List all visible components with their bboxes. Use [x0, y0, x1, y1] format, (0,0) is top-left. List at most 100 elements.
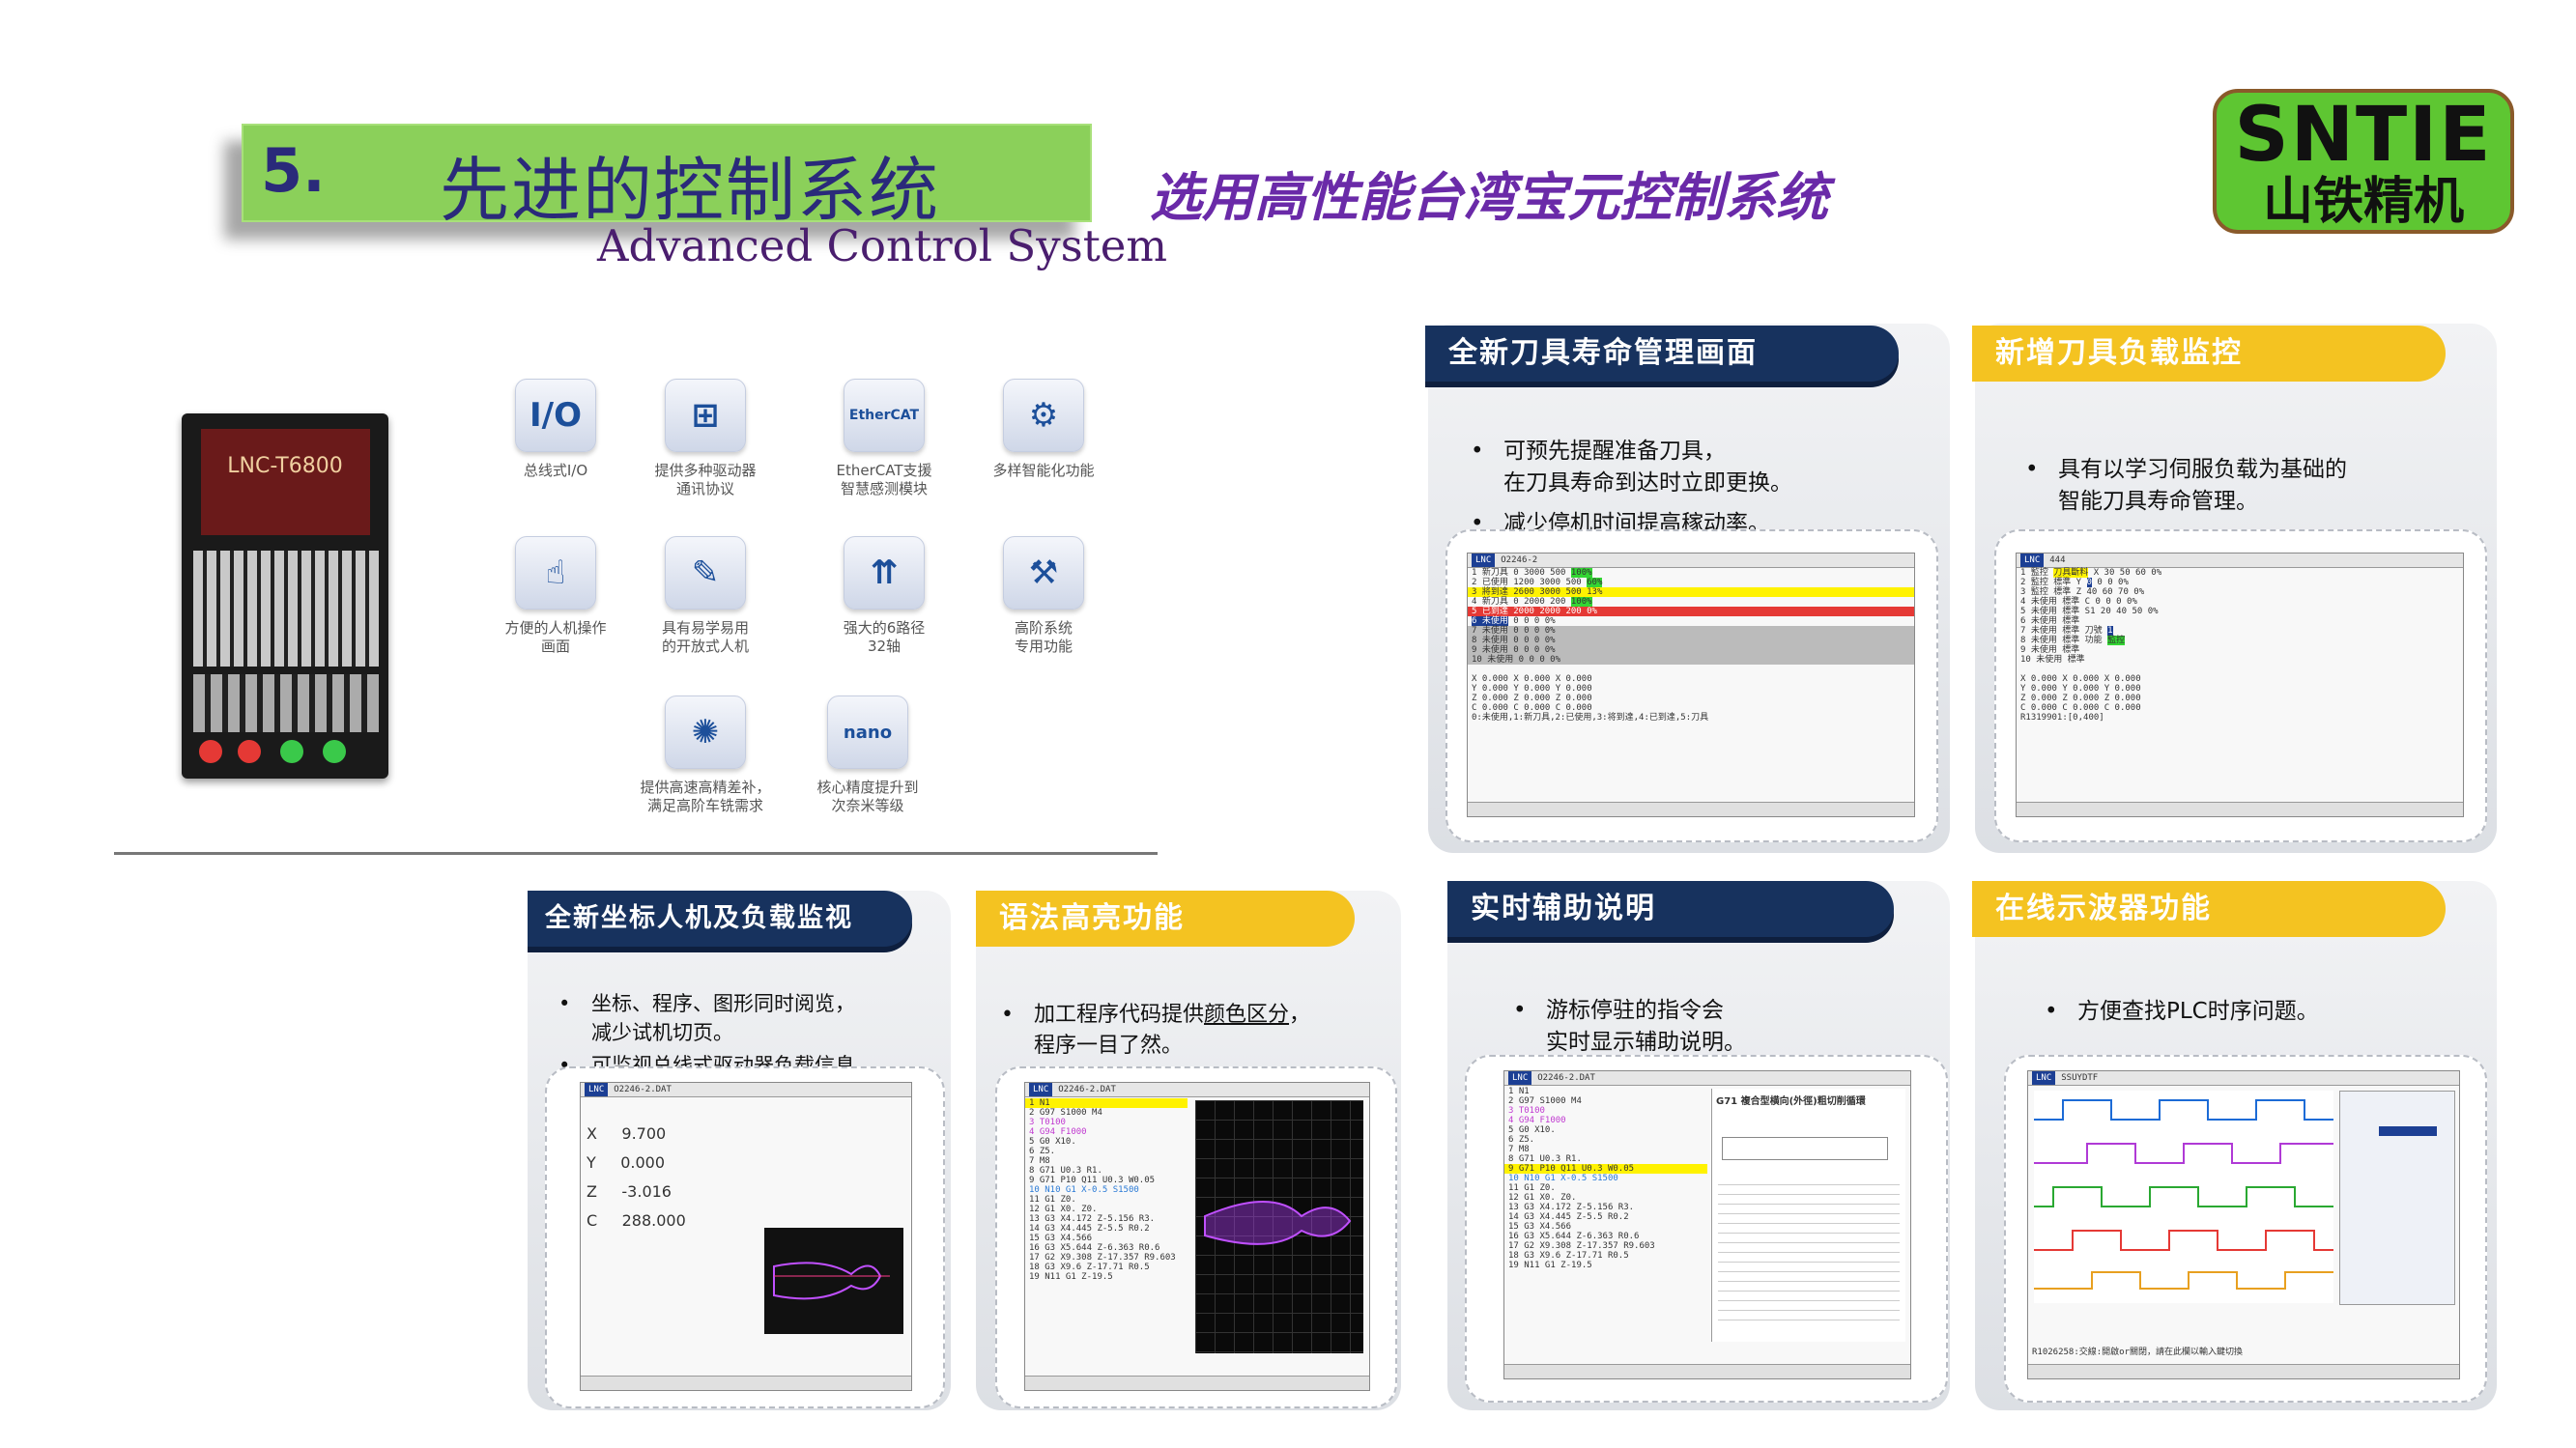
program-line: 17 G2 X9.308 Z-17.357 R9.603 [1029, 1253, 1176, 1263]
feature-label: 核心精度提升到 次奈米等级 [816, 779, 919, 814]
program-line: 4 G94 F1000 [1029, 1127, 1087, 1137]
tagline: 选用高性能台湾宝元控制系统 [1150, 167, 1828, 228]
toolpath-graphic [764, 1228, 903, 1334]
program-line: 19 N11 G1 Z-19.5 [1029, 1272, 1113, 1282]
program-line: 7 M8 [1508, 1145, 1530, 1154]
nano-icon: nano [827, 696, 908, 769]
program-line: 5 G0 X10. [1508, 1125, 1556, 1135]
touch-screen-icon: ☝ [515, 536, 596, 610]
cnc-keypad [193, 551, 379, 667]
cnc-function-keys [193, 674, 379, 732]
program-line: 1 N1 [1025, 1098, 1188, 1108]
program-line: 5 G0 X10. [1029, 1137, 1076, 1147]
toolpath-graphic [1195, 1100, 1363, 1353]
bullet-item: •可预先提醒准备刀具， 在刀具寿命到达时立即更换。 [1471, 439, 1792, 496]
softkey-bar [581, 1376, 911, 1390]
cnc-brand-label: LNC-T6800 [227, 454, 343, 478]
section-title-bar [242, 124, 1092, 222]
program-line: 12 G1 X0. Z0. [1508, 1193, 1577, 1203]
screen-title: O2246-2.DAT [1058, 1085, 1116, 1094]
logo-text-cn: 山铁精机 [2262, 173, 2464, 231]
feature-hmi: ☝ 方便的人机操作 画面 [478, 536, 633, 656]
status-line: R1319901:[0,400] [2020, 713, 2104, 723]
bullet-item: •可监视总线式驱动器负载信息。 [558, 1054, 875, 1077]
softkey-bar [1504, 1364, 1910, 1378]
io-icon: I/O [515, 379, 596, 452]
help-title: G71 複合型横向(外徑)粗切削循環 [1716, 1096, 1866, 1107]
program-line: 15 G3 X4.566 [1508, 1222, 1572, 1232]
softkey-bar [1468, 802, 1914, 816]
help-format-box [1722, 1137, 1888, 1160]
softkey-bar [2028, 1364, 2459, 1378]
panel-title: 全新坐标人机及负载监视 [528, 891, 912, 947]
mode-selector[interactable] [2379, 1126, 2437, 1136]
status-line: 0:未使用,1:新刀具,2:已使用,3:将到達,4:已到達,5:刀具 [1472, 713, 1709, 723]
feature-label: 总线式I/O [523, 462, 588, 479]
channel-settings-pane [2339, 1091, 2455, 1305]
divider-line [114, 852, 1158, 855]
help-pane: G71 複合型横向(外徑)粗切削循環 [1711, 1089, 1905, 1342]
feature-nano: nano 核心精度提升到 次奈米等级 [790, 696, 945, 815]
feature-ethercat: EtherCAT EtherCAT支援 智慧感测模块 [807, 379, 961, 498]
status-line: R1026258:交線:開啟or關閉，請在此欄以輸入鍵切換 [2032, 1348, 2244, 1357]
softkey-bar [1025, 1376, 1369, 1390]
program-line: 8 G71 U0.3 R1. [1029, 1166, 1102, 1176]
bullet-item: •游标停驻的指令会 实时显示辅助说明。 [1513, 998, 1746, 1055]
program-line: 16 G3 X5.644 Z-6.363 R0.6 [1508, 1232, 1640, 1241]
feature-label: 具有易学易用 的开放式人机 [661, 619, 749, 655]
program-line: 15 G3 X4.566 [1029, 1234, 1093, 1243]
toolpath-curve [773, 1262, 890, 1300]
program-line: 18 G3 X9.6 Z-17.71 R0.5 [1029, 1263, 1150, 1272]
bullet-item: •坐标、程序、图形同时阅览， 减少试机切页。 [558, 992, 855, 1044]
program-line: 2 G97 S1000 M4 [1508, 1096, 1582, 1106]
bullet-item: •具有以学习伺服负载为基础的 智能刀具寿命管理。 [2025, 457, 2347, 514]
feature-label: 高阶系统 专用功能 [1014, 619, 1073, 655]
cnc-screen [201, 429, 370, 535]
feature-open-hmi: ✎ 具有易学易用 的开放式人机 [628, 536, 783, 656]
feature-advanced: ⚒ 高阶系统 专用功能 [966, 536, 1121, 656]
panel-title: 新增刀具负载监控 [1972, 326, 2446, 382]
brain-gear-icon: ⚙ [1003, 379, 1084, 452]
program-line: 9 G71 P10 Q11 U0.3 W0.05 [1504, 1164, 1707, 1174]
program-line: 4 G94 F1000 [1508, 1116, 1566, 1125]
section-title: 先进的控制系统 [440, 150, 941, 231]
feature-smart: ⚙ 多样智能化功能 [966, 379, 1121, 480]
program-line: 17 G2 X9.308 Z-17.357 R9.603 [1508, 1241, 1655, 1251]
arrows-up-icon: ⇈ [844, 536, 925, 610]
feature-protocols: ⊞ 提供多种驱动器 通讯协议 [628, 379, 783, 498]
program-line: 14 G3 X4.445 Z-5.5 R0.2 [1029, 1224, 1150, 1234]
program-line: 6 Z5. [1029, 1147, 1056, 1156]
toolpath-curve [1204, 1201, 1352, 1245]
program-line: 10 N10 G1 X-0.5 S1500 [1029, 1185, 1139, 1195]
feature-interpolation: ✺ 提供高速高精差补， 满足高阶车铣需求 [628, 696, 783, 815]
program-line: 1 N1 [1508, 1087, 1530, 1096]
screen-title: 444 [2049, 555, 2066, 565]
program-line: 8 G71 U0.3 R1. [1508, 1154, 1582, 1164]
program-line: 6 Z5. [1508, 1135, 1535, 1145]
program-line: 11 G1 Z0. [1029, 1195, 1076, 1205]
bullet-item: •减少停机时间提高稼动率。 [1471, 511, 1770, 536]
program-line: 9 G71 P10 Q11 U0.3 W0.05 [1029, 1176, 1156, 1185]
feature-label: EtherCAT支援 智慧感测模块 [836, 462, 932, 497]
ethercat-icon: EtherCAT [844, 379, 925, 452]
company-logo: SNTIE 山铁精机 [2213, 89, 2514, 234]
feature-label: 方便的人机操作 画面 [504, 619, 607, 655]
feature-label: 多样智能化功能 [992, 462, 1095, 479]
network-icon: ⊞ [665, 379, 746, 452]
screen-title: O2246-2.DAT [614, 1085, 672, 1094]
panel-title: 在线示波器功能 [1972, 881, 2446, 937]
program-line: 13 G3 X4.172 Z-5.156 R3. [1508, 1203, 1635, 1212]
user-code-icon: ✎ [665, 536, 746, 610]
program-line: 2 G97 S1000 M4 [1029, 1108, 1102, 1118]
feature-io: I/O 总线式I/O [478, 379, 633, 480]
program-line: 13 G3 X4.172 Z-5.156 R3. [1029, 1214, 1156, 1224]
coord-row: Y 0.000 [587, 1153, 666, 1172]
waveform-traces [2034, 1099, 2333, 1290]
program-line: 10 N10 G1 X-0.5 S1500 [1508, 1174, 1618, 1183]
